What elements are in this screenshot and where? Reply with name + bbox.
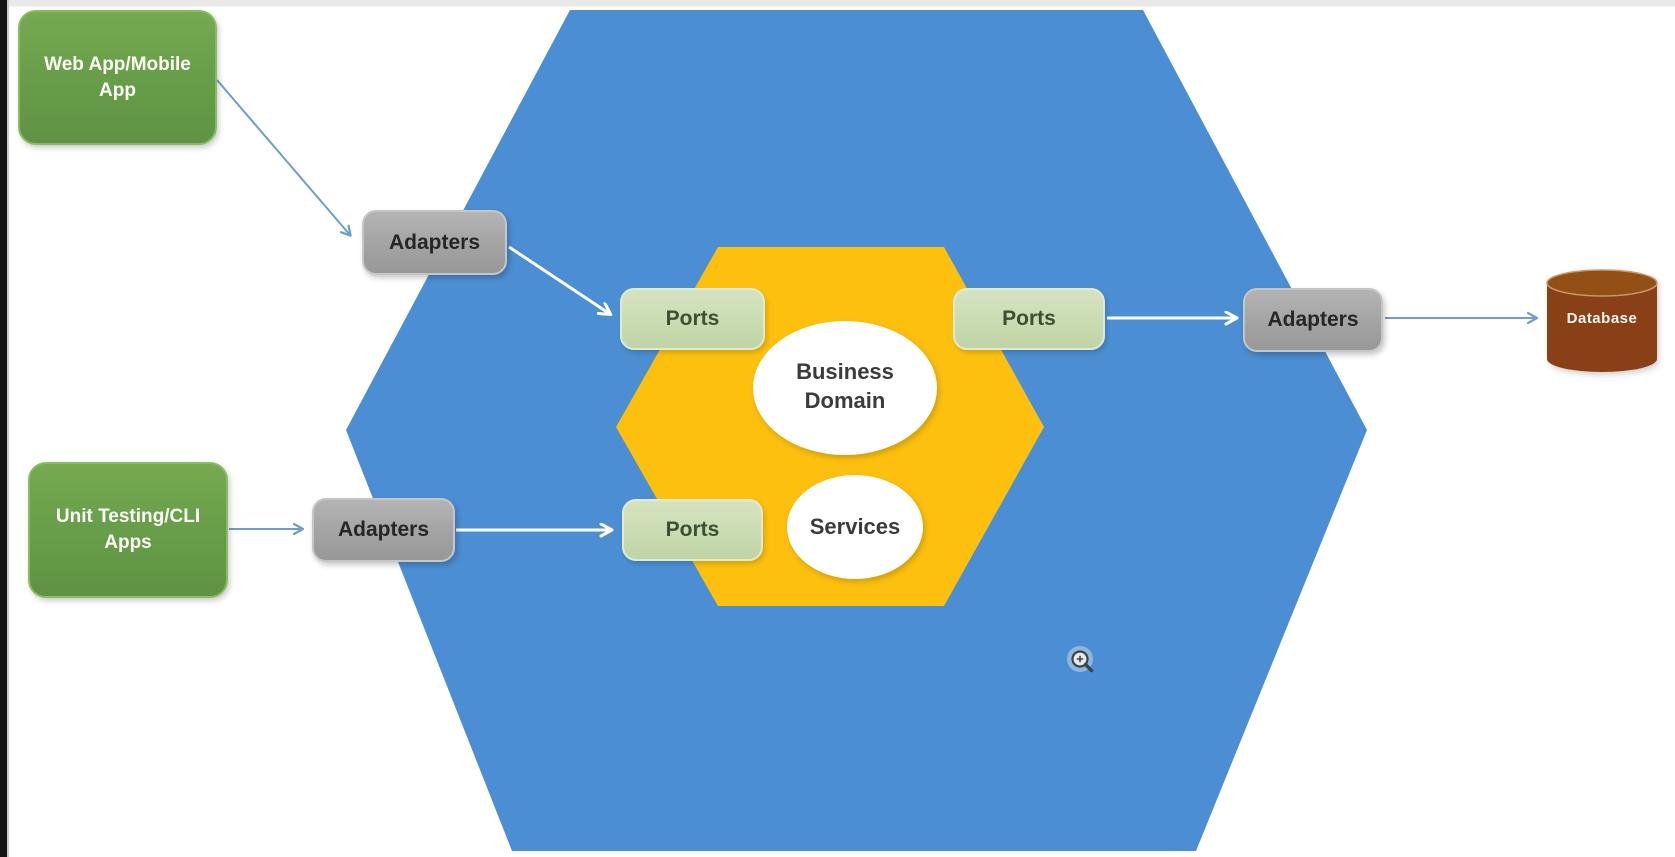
node-ports-bottom-left-label: Ports (665, 518, 720, 541)
services-label: Services (809, 514, 901, 539)
node-ports-top-left-label: Ports (665, 307, 720, 330)
node-ports-top-right-label: Ports (1002, 307, 1056, 330)
node-ports-top-right: Ports (953, 288, 1105, 350)
node-unit-testing-label: Unit Testing/CLI Apps (55, 506, 201, 553)
business-domain-label: Business Domain (796, 359, 894, 413)
top-strip (0, 0, 1675, 7)
database-cylinder (1546, 269, 1658, 372)
node-adapters-bottom-label: Adapters (337, 518, 430, 541)
services-ellipse (787, 475, 923, 579)
node-unit-testing: Unit Testing/CLI Apps (28, 462, 228, 598)
node-ports-top-left: Ports (620, 288, 765, 350)
node-web-app: Web App/Mobile App (18, 10, 217, 145)
arrow-webapp-to-adapters (216, 79, 350, 235)
node-web-app-label: Web App/Mobile App (44, 53, 191, 101)
business-domain-ellipse (753, 321, 937, 455)
left-edge-bar (0, 0, 9, 857)
node-ports-bottom-left: Ports (622, 499, 763, 561)
node-adapters-top-label: Adapters (388, 230, 481, 254)
zoom-cursor-icon (1067, 646, 1094, 673)
node-adapters-top: Adapters (362, 210, 507, 275)
database-label: Database (1566, 310, 1638, 327)
node-adapters-bottom: Adapters (312, 498, 455, 562)
node-adapters-right-label: Adapters (1267, 308, 1359, 331)
node-adapters-right: Adapters (1243, 288, 1383, 352)
arrow-adapters-to-ports-top (508, 245, 610, 314)
